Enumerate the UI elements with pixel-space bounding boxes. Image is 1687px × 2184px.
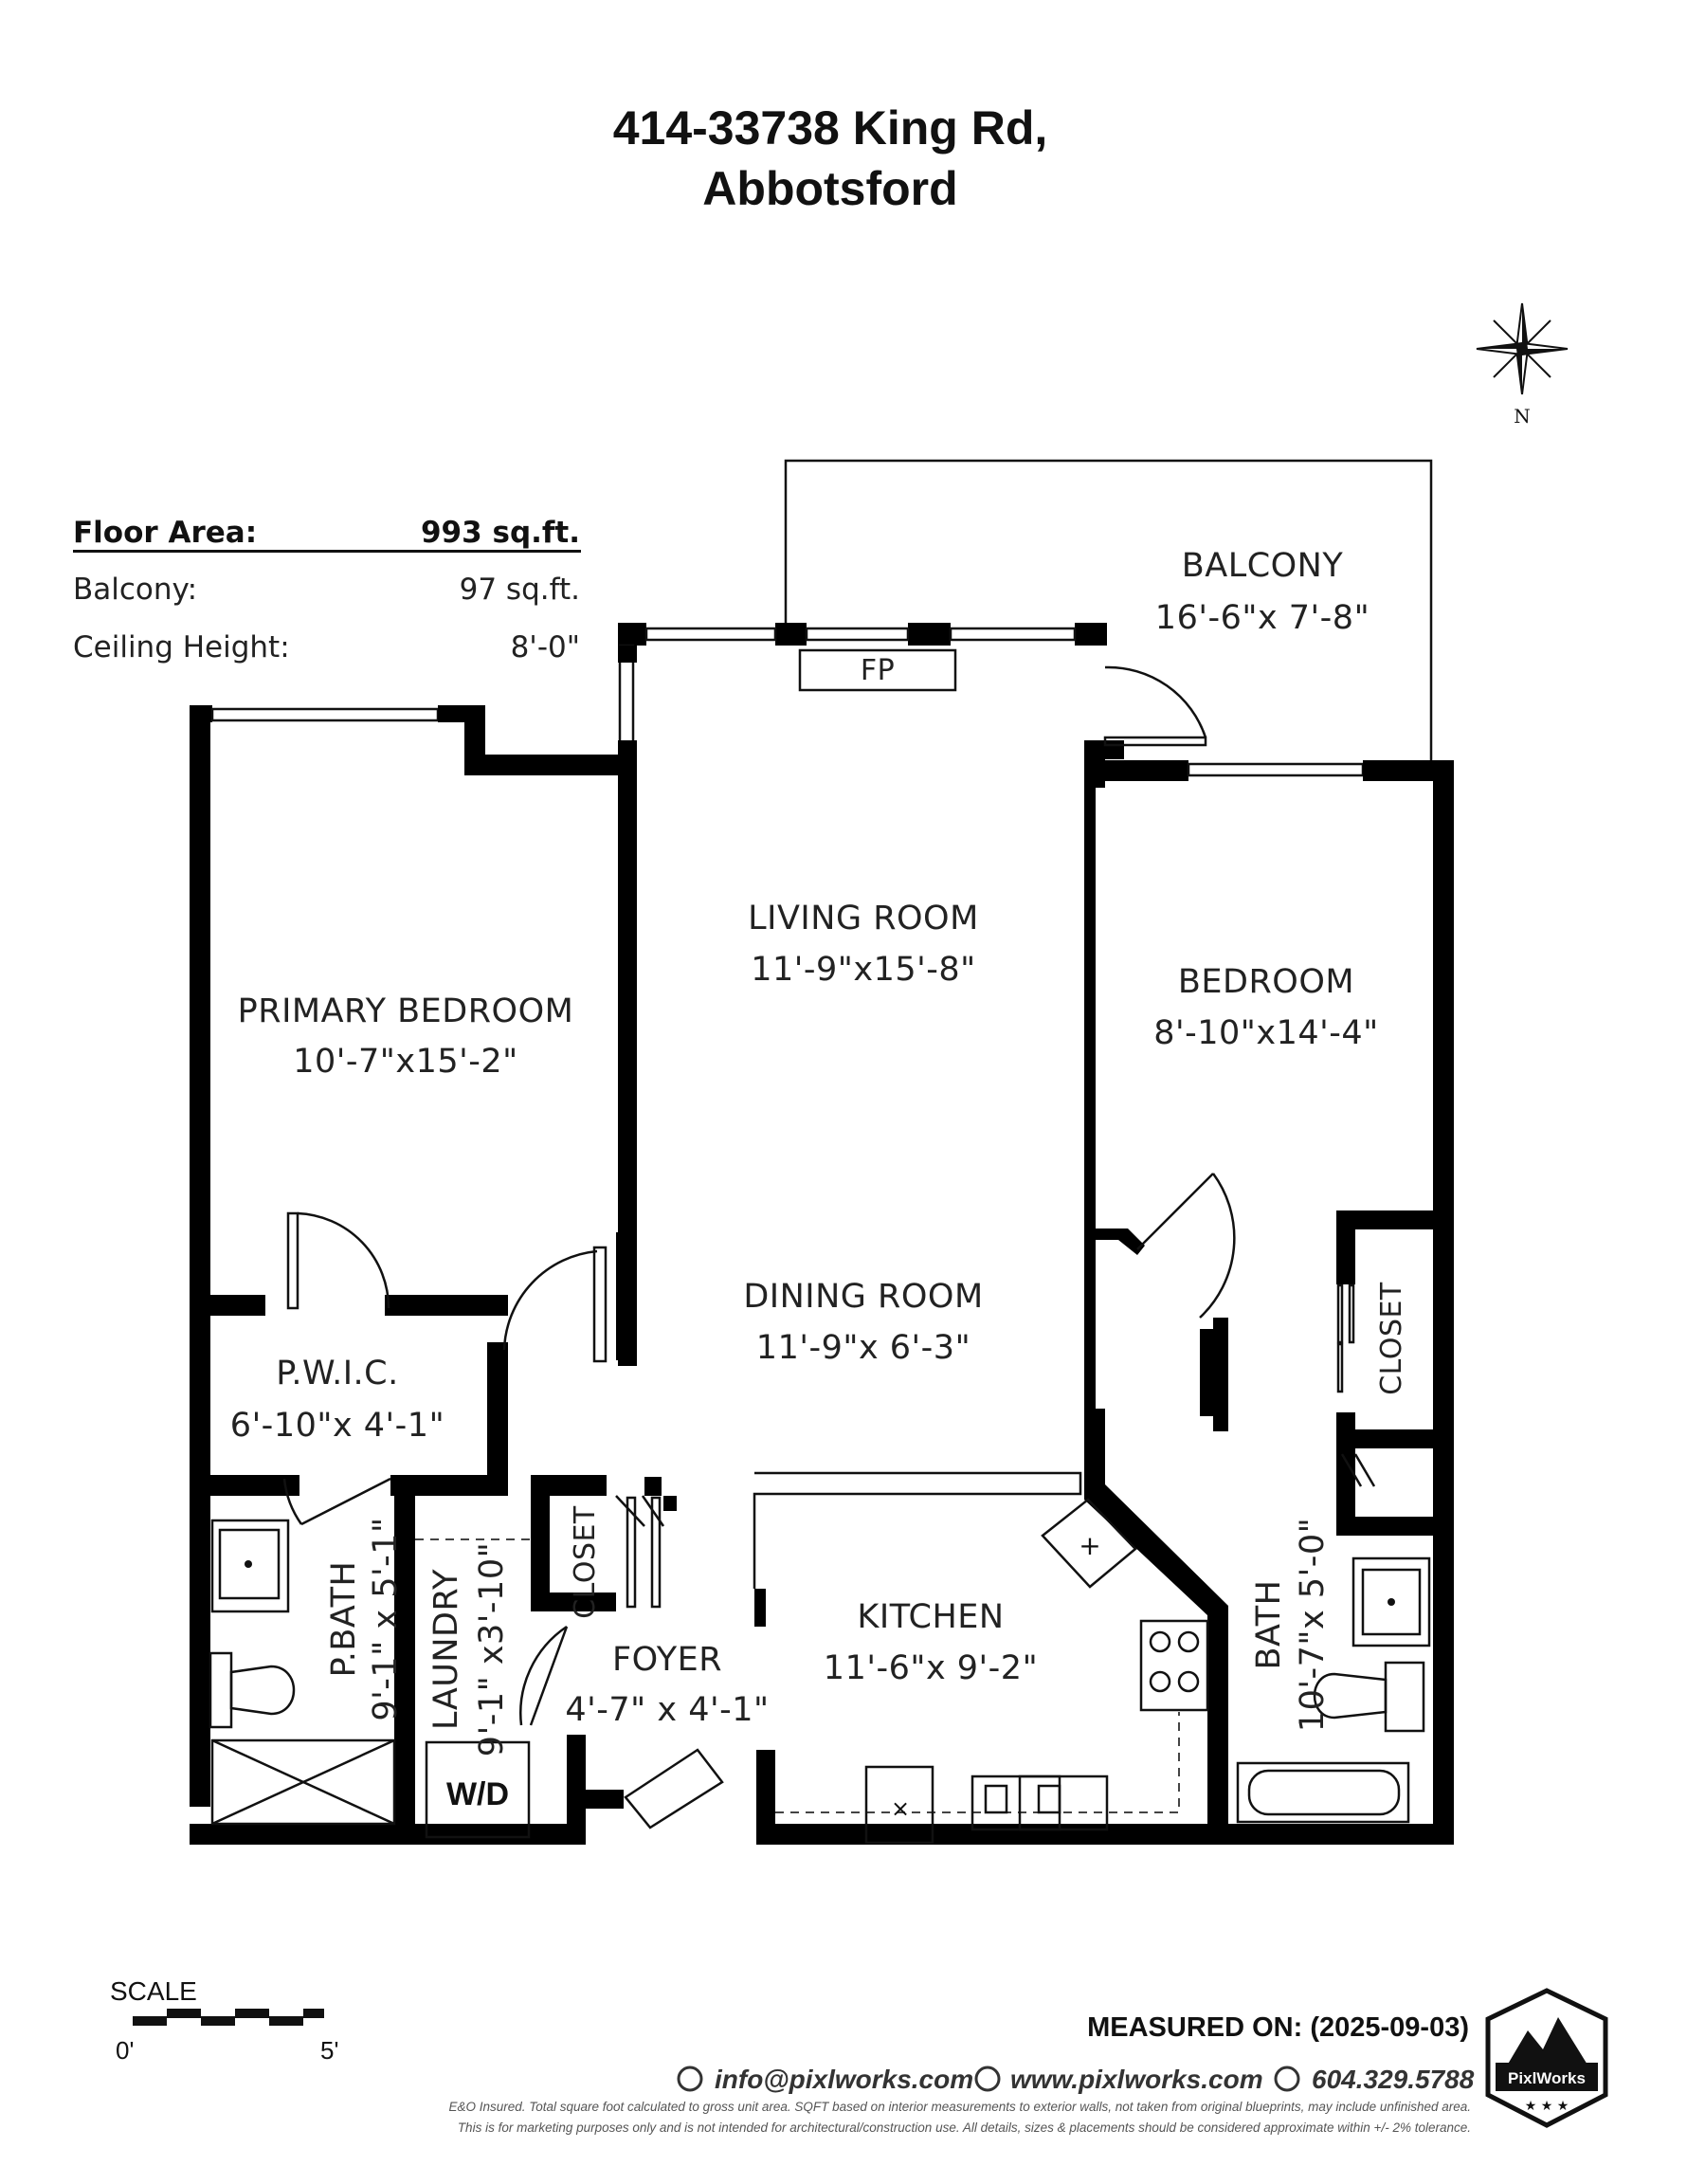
area-info: Floor Area: 993 sq.ft. Balcony: 97 sq.ft… (73, 516, 581, 664)
email-icon (677, 2066, 703, 2092)
compass-north-label: N (1514, 405, 1531, 428)
address-line-2: Abbotsford (702, 162, 957, 215)
scale-bar: SCALE 0' 5' (110, 1976, 338, 2065)
contact-line: info@pixlworks.com www.pixlworks.com 604… (677, 2065, 1475, 2094)
dining-room: DINING ROOM 11'-9"x 6'-3" (743, 1278, 983, 1367)
website-link[interactable]: www.pixlworks.com (1010, 2065, 1263, 2094)
living-room: LIVING ROOM 11'-9"x15'-8" (748, 900, 979, 989)
floor-area-value: 993 sq.ft. (421, 516, 580, 550)
foyer-room: FOYER 4'-7" x 4'-1" (565, 1641, 769, 1729)
logo-text: PixlWorks (1508, 2069, 1586, 2087)
pbath-name: P.BATH (325, 1561, 363, 1678)
phone-icon (1274, 2066, 1300, 2092)
kitchen-room: KITCHEN 11'-6"x 9'-2" (824, 1598, 1038, 1687)
fireplace-label: FP (861, 654, 895, 687)
measured-on: MEASURED ON: (2025-09-03) (1087, 2012, 1469, 2043)
bedroom-dims: 8'-10"x14'-4" (1153, 1014, 1379, 1052)
disclaimer-line-2: This is for marketing purposes only and … (458, 2120, 1471, 2135)
phone-link[interactable]: 604.329.5788 (1312, 2065, 1475, 2094)
address-line-1: 414-33738 King Rd, (613, 101, 1048, 155)
scale-label: SCALE (110, 1976, 197, 2006)
bedroom-room: BEDROOM 8'-10"x14'-4" (1153, 963, 1379, 1052)
balcony-area-label: Balcony: (73, 573, 197, 607)
primary-bedroom-dims: 10'-7"x15'-2" (293, 1043, 518, 1081)
ceiling-height-value: 8'-0" (511, 630, 580, 664)
kitchen-dims: 11'-6"x 9'-2" (824, 1649, 1038, 1687)
disclaimer-line-1: E&O Insured. Total square foot calculate… (448, 2100, 1471, 2114)
pbath-dims: 9'-1" x 5'-1" (367, 1517, 405, 1720)
closet-right-label: CLOSET (1375, 1282, 1408, 1395)
dining-room-name: DINING ROOM (743, 1278, 983, 1316)
bedroom-name: BEDROOM (1178, 963, 1354, 1001)
scale-max: 5' (320, 2036, 338, 2065)
balcony-name: BALCONY (1182, 547, 1344, 585)
primary-bedroom-room: PRIMARY BEDROOM 10'-7"x15'-2" (238, 992, 574, 1081)
laundry-name: LAUNDRY (427, 1569, 465, 1730)
svg-text:+: + (1079, 1530, 1100, 1561)
bath-dims: 10'-7"x 5'-0" (1294, 1518, 1332, 1732)
balcony-door[interactable] (1103, 665, 1207, 759)
globe-icon (974, 2066, 1001, 2092)
compass-icon (1476, 302, 1569, 395)
walls: + × (190, 459, 1454, 1845)
pwic-room: P.W.I.C. 6'-10"x 4'-1" (230, 1355, 444, 1445)
scale-min: 0' (116, 2036, 134, 2065)
floor-area-underline (73, 550, 581, 553)
laundry-room: LAUNDRY 9'-1" x3'-10" (427, 1542, 511, 1756)
balcony-area-value: 97 sq.ft. (460, 573, 580, 607)
floor-area-label: Floor Area: (73, 516, 257, 550)
foyer-dims: 4'-7" x 4'-1" (565, 1691, 769, 1729)
pwic-dims: 6'-10"x 4'-1" (230, 1407, 444, 1445)
washer-dryer-label: W/D (446, 1776, 509, 1812)
svg-text:★ ★ ★: ★ ★ ★ (1525, 2099, 1569, 2114)
bath-room: BATH 10'-7"x 5'-0" (1250, 1518, 1332, 1732)
living-room-dims: 11'-9"x15'-8" (751, 951, 976, 989)
bath-name: BATH (1250, 1580, 1288, 1670)
balcony-dims: 16'-6"x 7'-8" (1155, 599, 1370, 637)
balcony-room: BALCONY 16'-6"x 7'-8" (1155, 547, 1370, 637)
svg-text:×: × (891, 1795, 910, 1822)
email-link[interactable]: info@pixlworks.com (715, 2065, 973, 2094)
ceiling-height-label: Ceiling Height: (73, 630, 290, 664)
pwic-name: P.W.I.C. (276, 1355, 399, 1392)
primary-bedroom-name: PRIMARY BEDROOM (238, 992, 574, 1030)
laundry-dims: 9'-1" x3'-10" (473, 1542, 511, 1756)
foyer-name: FOYER (612, 1641, 722, 1679)
living-room-name: LIVING ROOM (748, 900, 979, 937)
pbath-room: P.BATH 9'-1" x 5'-1" (325, 1517, 405, 1720)
dining-room-dims: 11'-9"x 6'-3" (756, 1329, 970, 1367)
pixlworks-logo-icon: PixlWorks ★ ★ ★ (1485, 1988, 1608, 2128)
kitchen-name: KITCHEN (857, 1598, 1004, 1636)
closet-foyer-label: CLOSET (569, 1505, 602, 1619)
